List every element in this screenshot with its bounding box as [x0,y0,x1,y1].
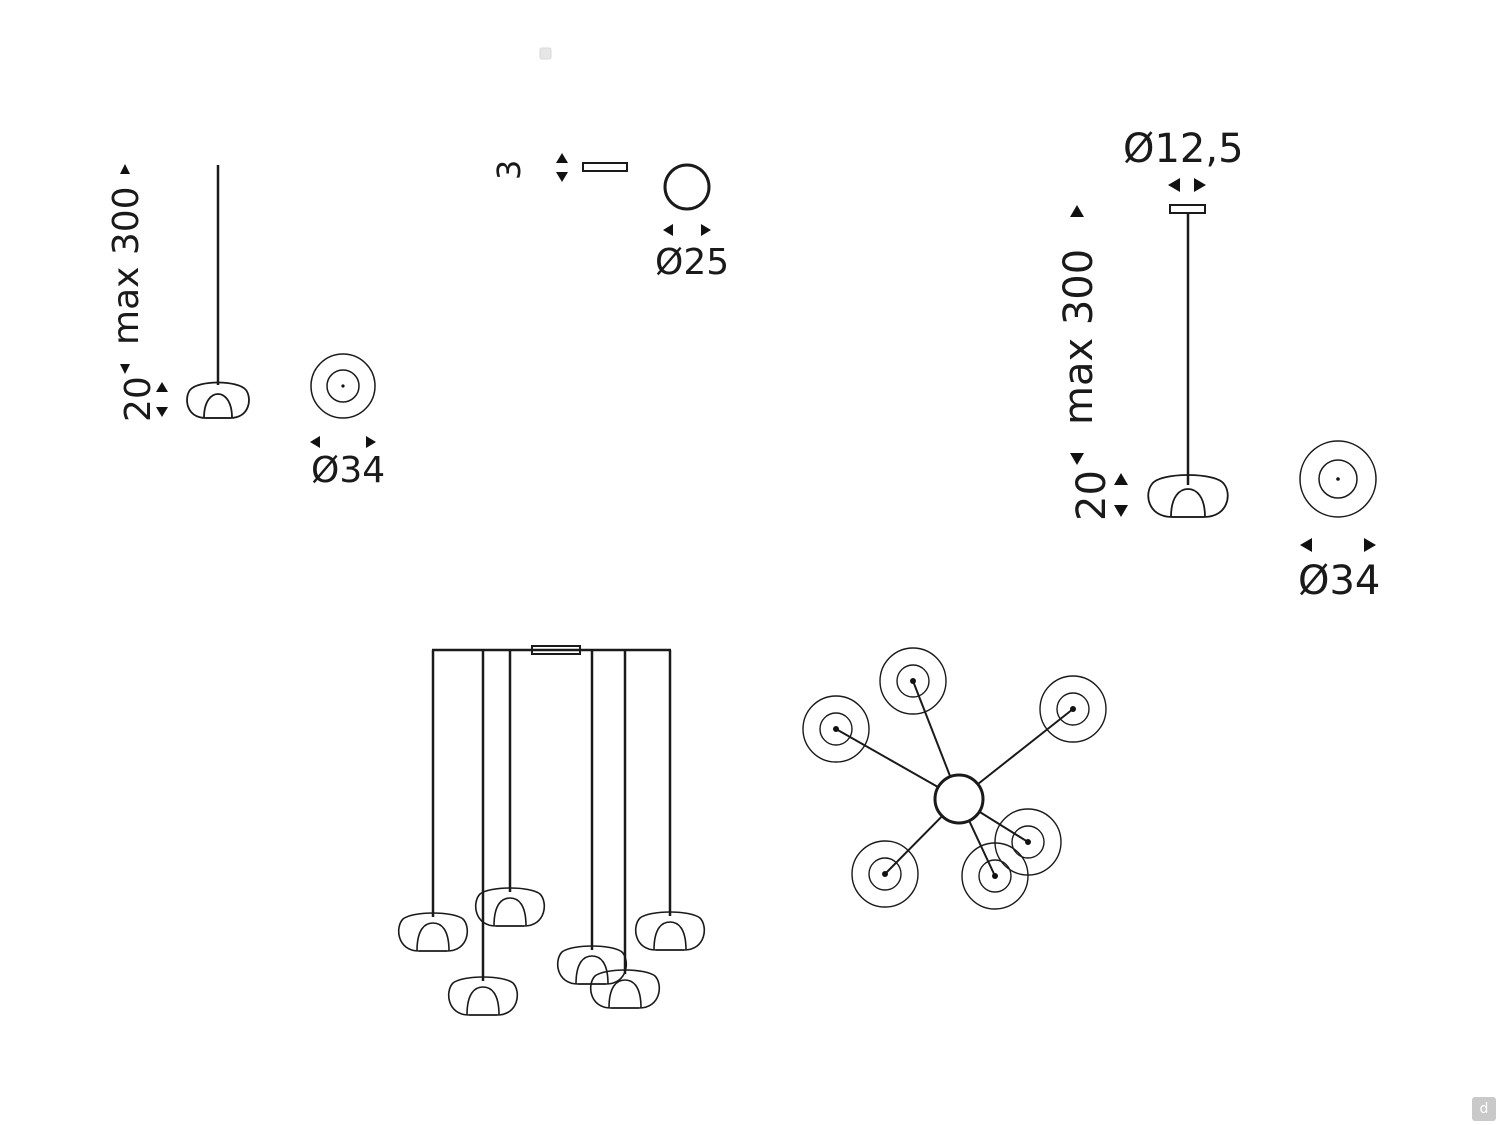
arrow-right-icon [1364,538,1376,552]
pendant-inner-dome [608,979,642,1009]
arm [979,811,1029,843]
pendant-shade [589,969,661,1009]
arrow-right-icon [701,224,711,236]
pendant [474,650,546,927]
arm [912,680,951,777]
pendant-inner-dome [653,921,687,951]
pendant [556,650,628,985]
height-label: max 300 [1056,249,1102,425]
shade-plan [802,695,870,763]
shade-plan [851,840,919,908]
canopy-small-drawing: 3 Ø25 [490,153,729,283]
shade-diameter-label: Ø34 [311,450,385,491]
arrow-right-icon [366,436,376,448]
arm [835,728,938,788]
arm [978,708,1074,785]
height-label: max 300 [106,186,147,345]
pendant [447,650,519,1016]
arrow-left-icon [663,224,673,236]
canopy-diameter-label: Ø12,5 [1123,126,1244,172]
shade-plan [994,808,1062,876]
d-logo-icon[interactable]: d [1472,1097,1496,1121]
faint-mark [539,47,552,60]
shade-diameter-label: Ø34 [1298,558,1380,604]
shade-plan [961,842,1029,910]
arrow-up-icon [1070,205,1084,217]
shade-plan-inner [1318,459,1358,499]
arrow-up-icon [1114,473,1128,485]
arrow-down-icon [120,364,130,374]
pendant-shade [474,887,546,927]
canopy-plan-view [663,163,711,211]
multi-pendant-elevation [397,645,706,1016]
pendant-shade [397,912,469,952]
canopy-side-view [1169,204,1206,214]
arrow-down-icon [1070,453,1084,465]
shade-height-label: 20 [118,376,159,422]
shade-plan [1039,675,1107,743]
pendant-inner-dome [466,986,500,1016]
canopy-center-plate [531,645,581,655]
arrow-left-icon [310,436,320,448]
pendant-inner-dome [416,922,450,952]
pendant-inner-dome [1170,488,1206,518]
pendant-inner-dome [203,393,233,419]
canopy-diameter-label: Ø25 [655,242,729,283]
pendant-shade [1147,474,1229,518]
pendant-shade [186,381,250,419]
arm [968,821,996,877]
shade-plan-outer [310,353,376,419]
arrow-down-icon [1114,505,1128,517]
single-pendant-canopy-drawing: Ø12,5 max 300 20 Ø34 [1056,126,1380,604]
arrow-down-icon [556,172,568,182]
canopy-side-view [582,162,628,172]
pendant-shade [634,911,706,951]
pendant [634,650,706,951]
single-pendant-drawing: max 300 20 Ø34 [106,164,385,491]
pendant-inner-dome [493,897,527,927]
arrow-up-icon [556,153,568,163]
pendant [397,650,469,952]
arrow-right-icon [1194,178,1206,192]
central-canopy [933,773,985,825]
pendant-inner-dome [575,955,609,985]
shade-height-label: 20 [1069,470,1115,521]
arrow-left-icon [1300,538,1312,552]
shade-plan-outer [1299,440,1377,518]
canopy-thickness-label: 3 [490,160,528,180]
arm [884,816,943,875]
arrow-up-icon [120,164,130,174]
arrow-left-icon [1168,178,1180,192]
pendant [589,650,661,1009]
multi-pendant-plan [802,647,1107,910]
shade-plan-inner [326,369,360,403]
arrow-down-icon [156,407,168,417]
pendant-shade [556,945,628,985]
shade-plan [879,647,947,715]
arrow-up-icon [156,382,168,392]
pendant-shade [447,976,519,1016]
